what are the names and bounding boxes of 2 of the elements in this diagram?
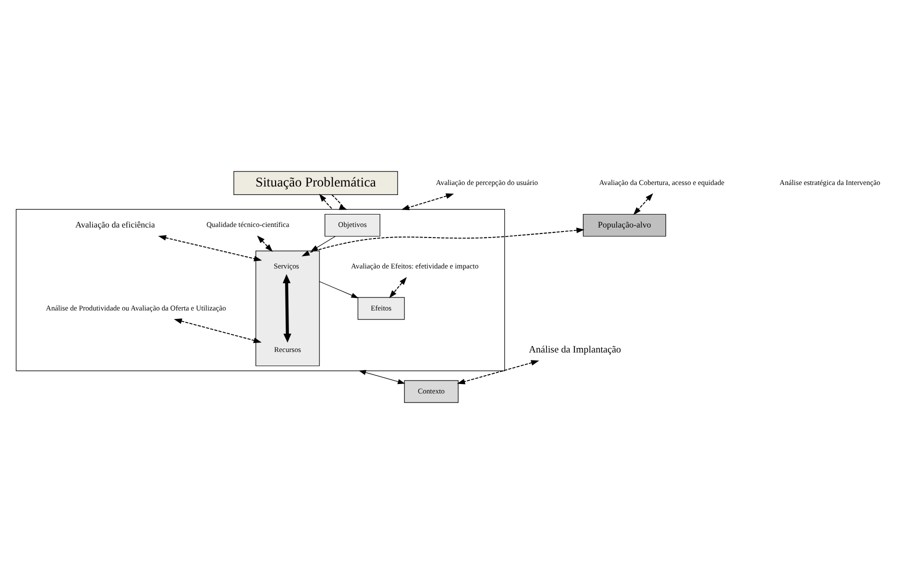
node-text: Análise da Implantação [528, 344, 622, 356]
node-text: Avaliação da eficiência [75, 220, 155, 230]
